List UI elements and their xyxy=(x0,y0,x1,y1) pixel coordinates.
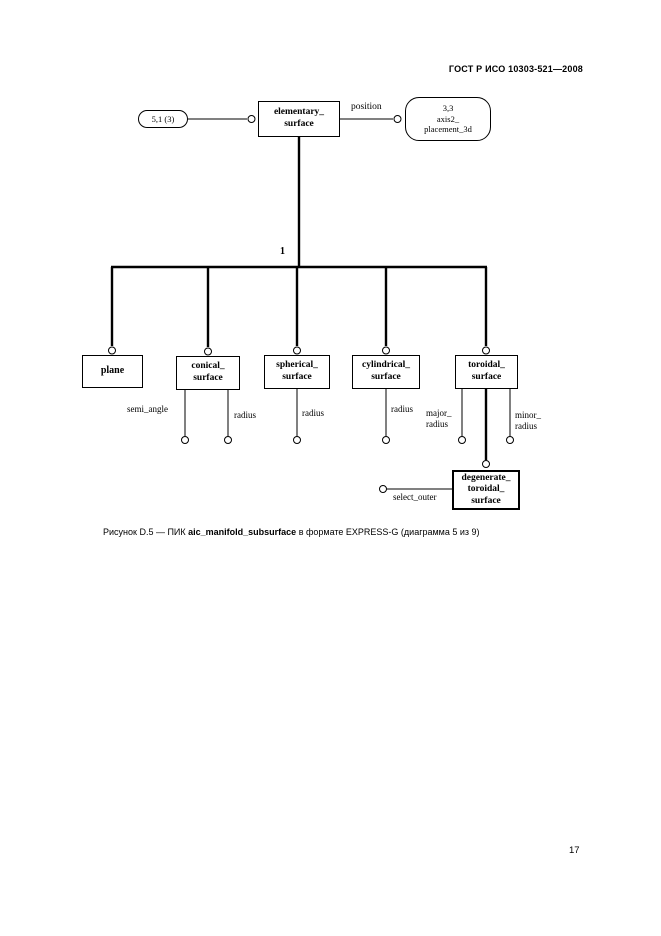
entity-toroidal-surface: toroidal_ surface xyxy=(455,355,518,389)
entity-label: surface xyxy=(284,119,314,129)
entity-label: toroidal_ xyxy=(468,360,505,371)
doc-header: ГОСТ Р ИСО 10303-521—2008 xyxy=(448,64,583,74)
caption-prefix: Рисунок D.5 — ПИК xyxy=(103,527,189,537)
attr-label-line: major_ xyxy=(426,408,452,418)
entity-degenerate-toroidal-surface: degenerate_ toroidal_ surface xyxy=(452,470,520,510)
entity-spherical-surface: spherical_ surface xyxy=(264,355,330,389)
attr-label-radius-conical: radius xyxy=(234,410,256,420)
caption-figure-name: aic_manifold_subsurface xyxy=(188,527,297,537)
entity-elementary-surface: elementary_ surface xyxy=(258,101,340,137)
entity-label: cylindrical_ xyxy=(361,360,411,371)
attr-label-radius-spherical: radius xyxy=(302,408,324,418)
entity-label: surface xyxy=(193,373,223,383)
entity-label: spherical_ xyxy=(276,360,318,371)
entity-label: surface xyxy=(282,372,312,382)
caption-suffix: в формате EXPRESS-G (диаграмма 5 из 9) xyxy=(296,527,480,537)
page-number: 17 xyxy=(569,845,580,856)
attr-label-major-radius: major_ radius xyxy=(426,408,452,430)
entity-cylindrical-surface: cylindrical_ surface xyxy=(352,355,420,389)
attr-label-line: radius xyxy=(515,420,537,431)
entity-label: toroidal_ xyxy=(467,484,505,495)
entity-conical-surface: conical_ surface xyxy=(176,356,240,390)
attr-label-line: minor_ xyxy=(515,410,541,420)
entity-label: degenerate_ xyxy=(461,472,511,483)
attr-label-minor-radius: minor_ radius xyxy=(515,410,541,432)
node-label: axis2_ xyxy=(436,113,460,124)
entity-label: surface xyxy=(371,372,401,382)
figure-caption: Рисунок D.5 — ПИК aic_manifold_subsurfac… xyxy=(103,527,480,537)
entity-label: plane xyxy=(100,365,125,377)
supertype-marker: 1 xyxy=(280,246,285,257)
page-reference-label: 5,1 (3) xyxy=(151,114,175,124)
attr-label-select-outer: select_outer xyxy=(393,492,437,502)
node-label: placement_3d xyxy=(424,124,472,135)
attr-label-position: position xyxy=(351,102,382,112)
entity-label: conical_ xyxy=(191,361,225,372)
entity-label: elementary_ xyxy=(273,107,325,118)
node-axis2-placement-3d: 3,3 axis2_ placement_3d xyxy=(405,97,491,141)
page-reference-oval: 5,1 (3) xyxy=(138,110,188,128)
node-label: 3,3 xyxy=(442,103,454,114)
entity-label: surface xyxy=(471,495,501,506)
attr-label-line: radius xyxy=(426,418,448,429)
attr-label-semi-angle: semi_angle xyxy=(127,404,168,414)
entity-label: surface xyxy=(471,372,502,382)
entity-plane: plane xyxy=(82,355,143,388)
attr-label-radius-cylindrical: radius xyxy=(391,404,413,414)
